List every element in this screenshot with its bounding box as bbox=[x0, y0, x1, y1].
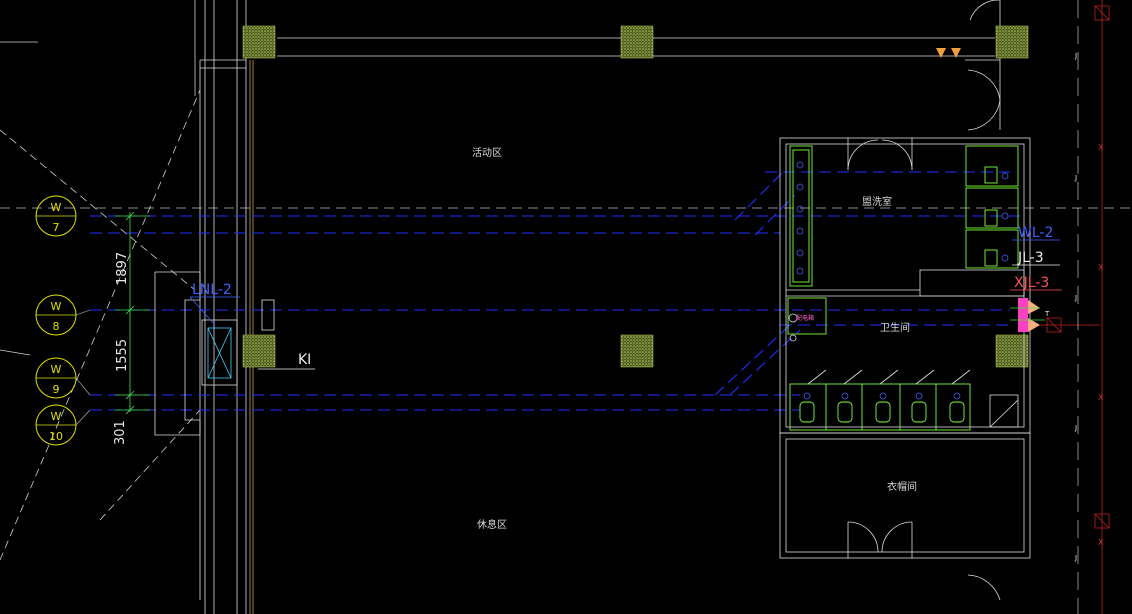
column bbox=[242, 25, 276, 59]
axis-bubble-w9[interactable]: W 9 bbox=[35, 357, 77, 399]
tag-xjl-3[interactable]: XJL-3 bbox=[1014, 275, 1049, 291]
wash-basin-counter-inner bbox=[792, 149, 810, 283]
axis-bubble-number: 7 bbox=[53, 221, 60, 234]
grid-mark: X bbox=[1098, 393, 1104, 402]
grid-mark: J bbox=[1074, 294, 1077, 302]
right-fire-line-labels: X X X X bbox=[1098, 143, 1104, 547]
structural-columns bbox=[242, 25, 1029, 368]
column bbox=[995, 334, 1029, 368]
curtain-wall bbox=[199, 0, 254, 614]
axis-bubble-w7[interactable]: W 7 bbox=[35, 195, 77, 237]
tag-lnl-2-leader bbox=[189, 296, 216, 326]
tag-lnl-2[interactable]: LNL-2 bbox=[192, 282, 232, 298]
axis-bubble-w10[interactable]: W 10 bbox=[35, 404, 77, 446]
grid-mark: J bbox=[1074, 424, 1077, 432]
tag-ki[interactable]: KI bbox=[298, 352, 311, 368]
column bbox=[620, 334, 654, 368]
wash-basin-counter bbox=[789, 145, 813, 287]
column bbox=[620, 25, 654, 59]
axis-bubble-prefix: W bbox=[51, 300, 62, 313]
pipe-runs bbox=[90, 169, 1020, 411]
fixtures bbox=[787, 145, 1019, 431]
urinal-row bbox=[789, 383, 971, 431]
core-room-walls bbox=[779, 137, 1031, 559]
axis-bubble-number: 9 bbox=[53, 383, 60, 396]
grid-mark: X bbox=[1098, 263, 1104, 272]
sprinkler-markers bbox=[936, 48, 961, 58]
dimension-1555: 1555 bbox=[115, 339, 130, 372]
axis-bubble-prefix: W bbox=[51, 410, 62, 423]
room-label-activity[interactable]: 活动区 bbox=[472, 147, 502, 159]
axis-bubble-prefix: W bbox=[51, 363, 62, 376]
axis-bubble-number: 10 bbox=[49, 430, 63, 443]
top-right-door-arcs bbox=[965, 0, 1001, 601]
dimension-301: 301 bbox=[113, 420, 128, 445]
tag-wl-2[interactable]: WL-2 bbox=[1018, 225, 1053, 241]
grid-mark: J bbox=[1074, 554, 1077, 562]
room-label-washroom[interactable]: 盥洗室 bbox=[862, 195, 892, 208]
right-fire-line bbox=[1094, 0, 1110, 614]
axis-bubble-number: 8 bbox=[53, 320, 60, 333]
room-label-rest[interactable]: 休息区 bbox=[477, 518, 507, 531]
axis-bubble-w8[interactable]: W 8 bbox=[35, 294, 77, 336]
grid-mark: J bbox=[1074, 52, 1077, 60]
riser-symbols bbox=[1010, 298, 1100, 333]
toilet-stall bbox=[965, 145, 1019, 187]
pipe-fittings bbox=[788, 161, 1009, 400]
toilet-stall bbox=[965, 229, 1019, 269]
mop-sink bbox=[787, 297, 827, 335]
dimension-chain bbox=[115, 211, 150, 415]
right-water-line-labels: J J J J J bbox=[1074, 52, 1077, 562]
axis-leader-lines bbox=[75, 309, 91, 426]
grid-mark: X bbox=[1098, 538, 1104, 547]
left-construction-lines bbox=[0, 0, 201, 561]
tag-jl-3[interactable]: JL-3 bbox=[1017, 250, 1044, 266]
column bbox=[242, 334, 276, 368]
toilet-stall bbox=[965, 187, 1019, 229]
grid-mark: X bbox=[1098, 143, 1104, 152]
axis-bubble-prefix: W bbox=[51, 201, 62, 214]
column bbox=[995, 25, 1029, 59]
distribution-box-label: 配电箱 bbox=[796, 314, 814, 322]
dimension-1897: 1897 bbox=[115, 252, 130, 285]
room-label-toilet[interactable]: 卫生间 bbox=[880, 321, 910, 334]
grid-mark: J bbox=[1074, 174, 1077, 182]
riser-t-mark: T bbox=[1044, 310, 1050, 318]
riser-outline bbox=[154, 271, 275, 436]
room-label-cloakroom[interactable]: 衣帽间 bbox=[887, 480, 917, 493]
